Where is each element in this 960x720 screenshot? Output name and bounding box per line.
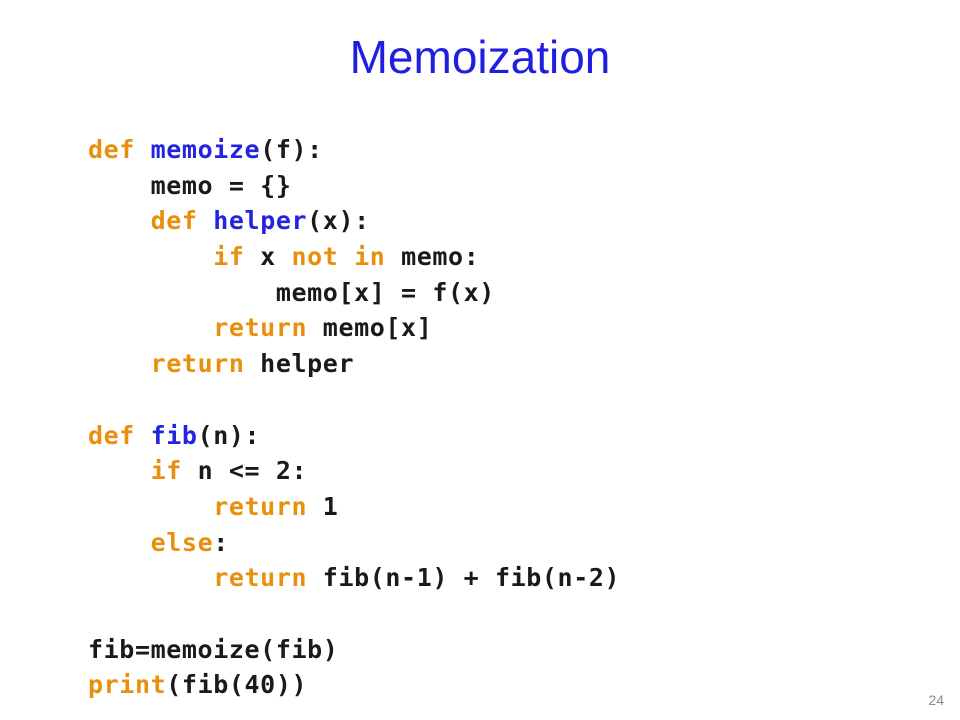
code-line — [88, 596, 620, 632]
code-text — [88, 242, 213, 271]
code-text — [88, 492, 213, 521]
code-text: n <= 2: — [181, 456, 308, 486]
code-keyword: else — [150, 527, 214, 557]
code-line: else: — [88, 525, 620, 561]
code-line: print(fib(40)) — [88, 667, 620, 703]
code-keyword: def — [150, 206, 198, 236]
code-text: (fib(40)) — [166, 670, 308, 700]
code-line: memo[x] = f(x) — [88, 275, 620, 311]
code-line: fib=memoize(fib) — [88, 632, 620, 668]
code-text — [198, 206, 214, 235]
code-text: (f): — [260, 135, 323, 164]
code-function-name: helper — [213, 206, 308, 236]
code-text: fib=memoize(fib) — [88, 634, 339, 664]
code-text: memo[x] — [307, 313, 433, 343]
code-text — [88, 349, 151, 378]
code-line: def fib(n): — [88, 418, 620, 454]
code-keyword: return — [213, 491, 308, 521]
code-text: memo[x] = f(x) — [88, 277, 495, 307]
code-text: : — [213, 527, 229, 557]
code-keyword: return — [213, 313, 308, 343]
code-keyword: in — [354, 242, 386, 272]
code-line: return 1 — [88, 489, 620, 525]
code-keyword: if — [150, 456, 182, 486]
code-line: def memoize(f): — [88, 132, 620, 168]
code-text: fib(n-1) + fib(n-2) — [307, 563, 621, 593]
code-text — [135, 135, 151, 164]
code-text — [88, 528, 151, 557]
code-block: def memoize(f): memo = {} def helper(x):… — [88, 132, 620, 703]
code-keyword: print — [88, 670, 167, 700]
slide-title: Memoization — [349, 31, 611, 83]
code-text: memo: — [385, 242, 480, 272]
code-text — [88, 206, 151, 235]
code-keyword: def — [88, 420, 135, 450]
code-line: if x not in memo: — [88, 239, 620, 275]
code-text — [88, 563, 213, 592]
code-line: def helper(x): — [88, 203, 620, 239]
code-keyword: return — [150, 349, 245, 379]
code-text — [135, 421, 151, 450]
code-line: return fib(n-1) + fib(n-2) — [88, 560, 620, 596]
code-text: x — [244, 242, 292, 272]
code-text: (n): — [197, 420, 261, 450]
code-line: return memo[x] — [88, 310, 620, 346]
code-function-name: memoize — [150, 135, 261, 164]
code-line: return helper — [88, 346, 620, 382]
code-function-name: fib — [150, 420, 198, 450]
code-keyword: return — [213, 563, 308, 593]
code-text — [88, 313, 213, 342]
code-text: memo = {} — [88, 170, 292, 200]
page-number: 24 — [928, 692, 944, 708]
code-line: if n <= 2: — [88, 453, 620, 489]
code-line: memo = {} — [88, 168, 620, 204]
code-keyword: if — [213, 242, 245, 272]
code-text: helper — [244, 349, 355, 379]
code-text — [338, 242, 354, 271]
code-text — [88, 456, 151, 485]
code-keyword: not — [291, 242, 339, 272]
code-line — [88, 382, 620, 418]
code-text: 1 — [307, 491, 339, 521]
code-keyword: def — [88, 135, 135, 164]
code-text: (x): — [307, 206, 370, 236]
